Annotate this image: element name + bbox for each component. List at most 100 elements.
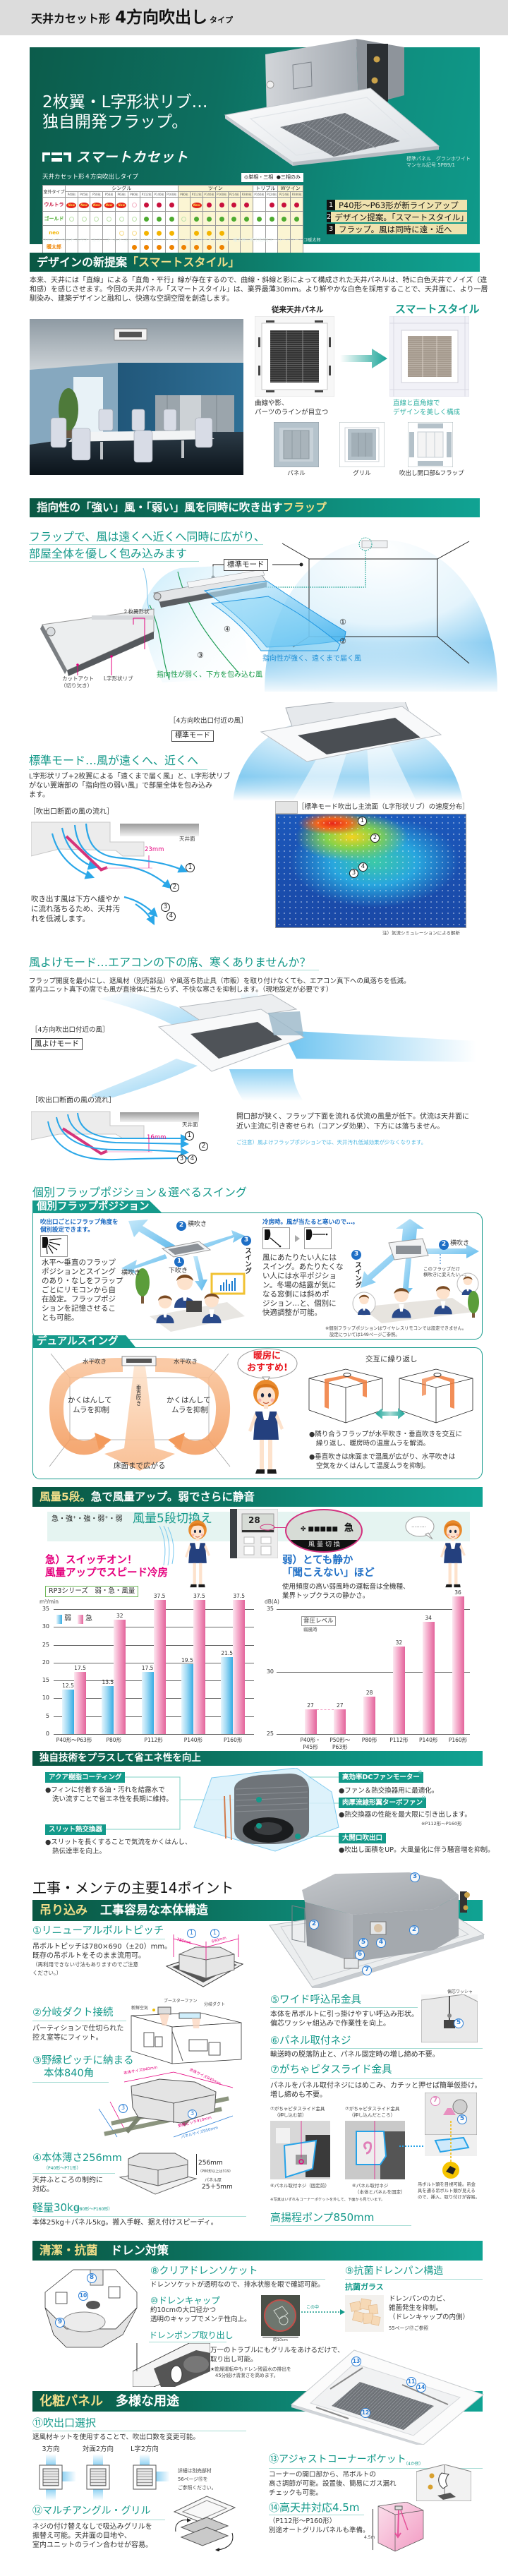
chart-value-label: 17.5 bbox=[141, 1664, 154, 1671]
divider bbox=[269, 2468, 483, 2469]
feature-label-large-outlet: 大開口吹出口 bbox=[339, 1833, 387, 1843]
antibacterial-glass-photo bbox=[345, 2295, 384, 2332]
table-group-header: Wツイン bbox=[277, 185, 303, 192]
dotted-link-line bbox=[399, 2145, 428, 2147]
table-cell bbox=[202, 239, 216, 254]
drain-cap-photo bbox=[261, 2295, 300, 2336]
point-marker-7: 7 bbox=[362, 1966, 372, 1975]
divider bbox=[32, 2173, 115, 2174]
three-phase-only-icon bbox=[206, 245, 212, 250]
indoor-unit-cutaway-image bbox=[193, 1768, 339, 1852]
floor-spread-label: 床面まで広がる bbox=[114, 1462, 166, 1470]
quiet-desc-line: 業界トップクラスの静かさ。 bbox=[282, 1592, 370, 1600]
point-13-title: ⑬アジャストコーナーポケット bbox=[269, 2454, 406, 2465]
table-cell bbox=[253, 197, 266, 212]
section-header-fan-speed: 風量5段。急で風量アップ。弱でさらに静音 bbox=[32, 1487, 483, 1507]
logo-text: スマートカセット bbox=[76, 149, 189, 165]
alternating-cube-diagram bbox=[308, 1368, 383, 1424]
point-11-title: ⑪吹出口選択 bbox=[32, 2416, 97, 2429]
side-blow-label: 横吹き bbox=[188, 1221, 207, 1228]
point-14-line: 別途オートグリルパネルも準備。 bbox=[269, 2527, 370, 2534]
design-body-line: 本来、天井には「直線」による「直角・平行」線が存在するので、曲線・斜線と影によっ… bbox=[30, 277, 488, 284]
feature-text-line: ●スリットを長くすることで気流をかくはんし、 bbox=[45, 1838, 192, 1846]
three-phase-only-icon bbox=[206, 203, 212, 207]
flap-wish-bubble-line: このフラップだけ bbox=[423, 1266, 460, 1272]
chart-category-label: P40形～P63形 bbox=[56, 1737, 92, 1743]
feature-note-mark: ※ bbox=[421, 1795, 426, 1801]
legend-swatch-weak bbox=[56, 1615, 62, 1624]
pump-removal-illustration bbox=[133, 2343, 210, 2387]
swing-label: スイング bbox=[243, 1247, 251, 1274]
table-group-header: シングル bbox=[65, 185, 179, 192]
chart-bar bbox=[304, 1709, 317, 1734]
table-cell bbox=[277, 211, 291, 226]
chart-tick-label: 30 bbox=[42, 1623, 49, 1630]
new-badge-icon: New bbox=[66, 202, 77, 208]
three-phase-only-icon bbox=[219, 203, 224, 207]
arrow-right-icon bbox=[340, 349, 387, 368]
divider bbox=[29, 561, 199, 562]
standard-mode-body-line: L字形状リブ+2枚翼による「遠くまで届く風」と、L字形状リブ bbox=[29, 773, 231, 781]
hero-headline-line-1: 2枚翼・L字形状リブ… bbox=[42, 93, 208, 112]
point-6-line: 輸送時の脱落防止と、パネル固定時の増し締め不要。 bbox=[270, 2051, 440, 2059]
three-phase-only-icon bbox=[206, 231, 212, 236]
chart-value-label: 12.5 bbox=[62, 1682, 74, 1689]
table-cell bbox=[177, 239, 191, 254]
section-header-design: デザインの新提案「スマートスタイル」 bbox=[30, 253, 480, 272]
chart-value-label: 37.5 bbox=[153, 1593, 166, 1600]
chart-connector-line bbox=[316, 1709, 334, 1710]
divider bbox=[270, 2078, 483, 2079]
point-11-note: 詳細は別売部材 bbox=[178, 2468, 212, 2474]
chart-value-label: 34 bbox=[425, 1614, 432, 1621]
remote-temperature: 28 bbox=[248, 1515, 260, 1525]
point-number: 3 bbox=[327, 224, 335, 234]
quiet-desc-line: 使用頻度の高い弱風時の運転音は全機種、 bbox=[282, 1583, 410, 1591]
table-cell bbox=[214, 211, 229, 226]
velocity-marker-3: 3 bbox=[349, 869, 358, 878]
new-badge-icon: New bbox=[116, 202, 127, 208]
bolt-head-note: ので、挿入、取り付けが容易。 bbox=[418, 2195, 480, 2200]
chart-y-unit: dB(A) bbox=[265, 1599, 279, 1605]
point-text: P40形～P63形が新ラインアップ bbox=[339, 200, 459, 210]
heading-accent: 清潔・抗菌 bbox=[40, 2244, 98, 2257]
standard-mode-body-line: がない翼端部の「指向性の弱い風」で部屋全体を包み込み bbox=[29, 782, 212, 790]
dual-swing-heating-diagram bbox=[49, 1353, 231, 1471]
drain-marker-8: 8 bbox=[87, 2273, 97, 2283]
chart-title-box: 音圧レベル bbox=[301, 1616, 336, 1626]
swing-number-2: 2 bbox=[439, 1240, 449, 1250]
corner-pocket-illustration bbox=[416, 2464, 471, 2501]
stream-marker-1: 1 bbox=[185, 1131, 194, 1140]
chart-value-label: 36 bbox=[454, 1589, 461, 1596]
divider bbox=[150, 2279, 325, 2280]
fan-level-display: 急 bbox=[344, 1523, 354, 1534]
point-3-title-line-1: ③野縁ピッチに納まる bbox=[32, 2055, 134, 2066]
chart-gridline bbox=[277, 1734, 470, 1735]
single-three-phase-icon bbox=[81, 217, 87, 222]
old-panel-caption-line: パーツのラインが目立つ bbox=[255, 409, 329, 416]
table-cell bbox=[152, 211, 166, 226]
slide-bracket-after-photo bbox=[345, 2121, 405, 2179]
flap-body-line: ポジションとスイング bbox=[42, 1268, 116, 1276]
tab-individual-flap-position: 個別フラップポジション bbox=[32, 1200, 162, 1213]
furring-marker-3: 3 bbox=[188, 2109, 197, 2119]
chart-tick-label: 35 bbox=[266, 1606, 274, 1612]
chart-category-label: P160形 bbox=[224, 1737, 243, 1743]
three-phase-only-icon bbox=[269, 217, 274, 222]
standard-note-line: 吹き出す風は下方へ緩やか bbox=[31, 895, 120, 903]
three-phase-only-icon bbox=[219, 245, 224, 250]
stream-marker-4: 4 bbox=[167, 912, 176, 921]
table-cell bbox=[140, 197, 154, 212]
legend-swatch-boost bbox=[78, 1615, 83, 1624]
three-phase-only-icon bbox=[194, 217, 200, 222]
chart-gridline bbox=[277, 1671, 470, 1673]
point-number: 2 bbox=[327, 212, 332, 222]
windshield-desc-line: 開口部が狭く、フラップ下面を流れる伏流の風量が低下。伏流は天井面に bbox=[236, 1113, 469, 1121]
dry-operation-note: 45分続け清潔さを高めます。 bbox=[215, 2373, 279, 2378]
high-ceiling-diagram bbox=[377, 2502, 424, 2552]
ceiling-surface-label: 天井面 bbox=[179, 836, 195, 842]
point-text: デザイン提案。「スマートスタイル」 bbox=[334, 212, 468, 222]
windshield-body-line: 室内ユニット真下の席でも風が直接体に当たらず、不快な寒さを抑制します。（現地設定… bbox=[29, 986, 333, 994]
